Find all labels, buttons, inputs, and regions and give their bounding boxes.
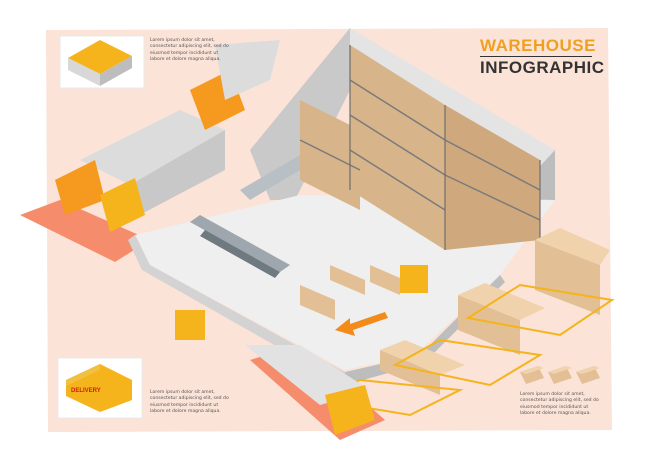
caption-line: eiusmod tempor incididunt ut — [150, 50, 219, 56]
caption-line: consectetur adipiscing elit, sed do — [520, 398, 599, 404]
caption-line: consectetur adipiscing elit, sed do — [150, 396, 229, 402]
caption-line: Lorem ipsum dolor sit amet, — [150, 390, 215, 395]
title-rule — [480, 56, 592, 57]
caption-line: labore et dolore magna aliqua. — [150, 408, 221, 414]
van-label: DELIVERY — [71, 388, 101, 394]
caption-line: labore et dolore magna aliqua. — [520, 410, 591, 416]
caption-line: eiusmod tempor incididunt ut — [520, 404, 589, 410]
caption-line: Lorem ipsum dolor sit amet, — [520, 392, 585, 397]
caption-bottom-left: Lorem ipsum dolor sit amet, consectetur … — [150, 390, 248, 415]
caption-line: consectetur adipiscing elit, sed do — [150, 44, 229, 50]
trucks-left — [55, 40, 280, 232]
direction-arrow-icon — [335, 312, 388, 336]
forklift — [175, 265, 428, 340]
caption-line: labore et dolore magna aliqua. — [150, 56, 221, 62]
warehouse-building-icon — [59, 35, 145, 89]
delivery-van-icon: DELIVERY — [57, 357, 143, 419]
caption-bottom-right: Lorem ipsum dolor sit amet, consectetur … — [520, 392, 618, 417]
shelving — [299, 45, 541, 250]
caption-line: eiusmod tempor incididunt ut — [150, 402, 219, 408]
caption-line: Lorem ipsum dolor sit amet, — [150, 38, 215, 43]
road-left — [20, 200, 150, 262]
caption-top-left: Lorem ipsum dolor sit amet, consectetur … — [150, 38, 248, 63]
boxes-icon — [520, 366, 600, 384]
title-warehouse: WAREHOUSE — [480, 36, 596, 55]
truck-bottom — [245, 345, 375, 435]
title-infographic: INFOGRAPHIC — [480, 58, 605, 77]
conveyor — [190, 155, 300, 278]
